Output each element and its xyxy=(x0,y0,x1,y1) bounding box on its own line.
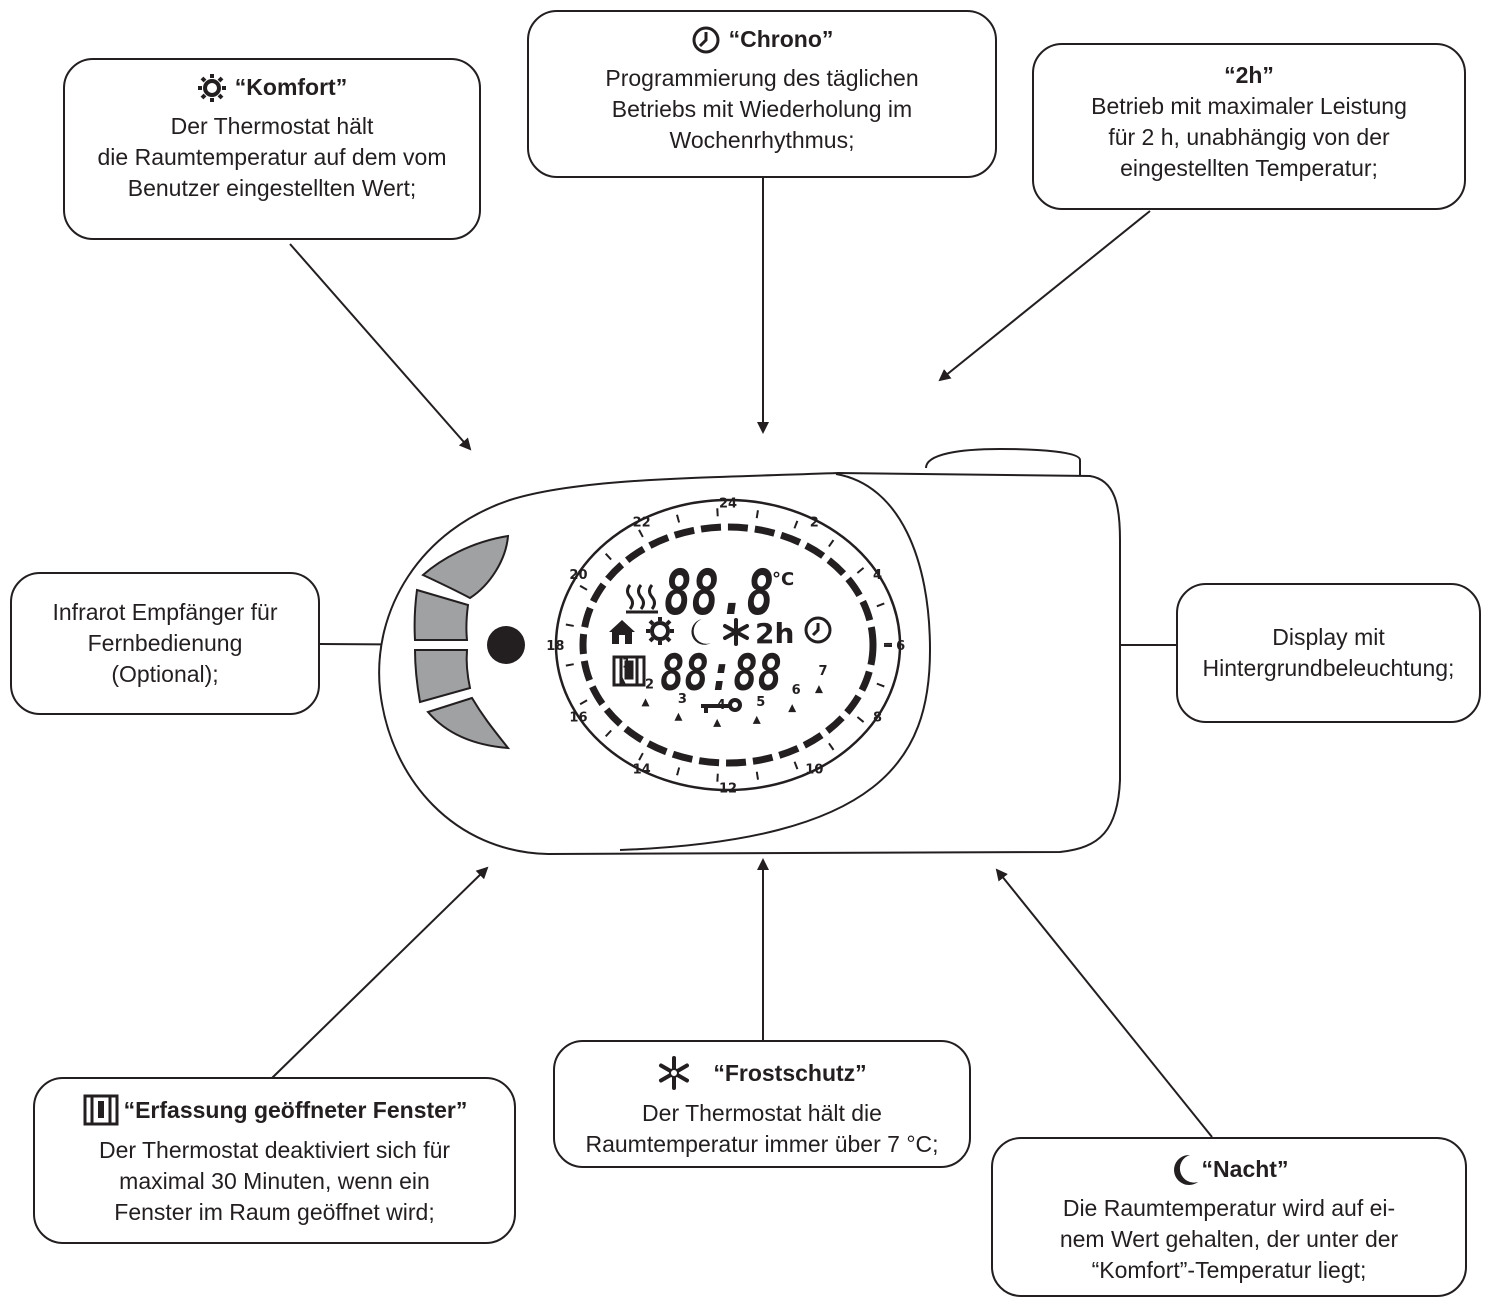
chrono-title-row: “Chrono” xyxy=(691,24,834,55)
sun-icon xyxy=(197,73,226,102)
window-icon xyxy=(83,1094,119,1126)
komfort-title-row: “Komfort” xyxy=(197,72,347,103)
hour-label-6: 6 xyxy=(896,639,905,654)
fenster-text: Der Thermostat deaktiviert sich für maxi… xyxy=(98,1137,451,1225)
moon-icon xyxy=(1173,1154,1198,1185)
day-marker-1 xyxy=(618,677,627,686)
hour-label-24: 24 xyxy=(719,497,737,512)
day-marker-5 xyxy=(752,715,761,724)
callout-2h: “2h” Betrieb mit maximaler Leistung für … xyxy=(1032,43,1466,210)
hour-label-20: 20 xyxy=(569,568,587,583)
day-label-6: 6 xyxy=(792,683,801,698)
hour-label-18: 18 xyxy=(546,639,564,654)
day-marker-2 xyxy=(641,698,650,707)
2h-title: “2h” xyxy=(1224,62,1274,88)
frostschutz-title-row: “Frostschutz” xyxy=(657,1056,867,1090)
callout-nacht: “Nacht” Die Raumtemperatur wird auf ei- … xyxy=(991,1137,1467,1297)
chrono-text: Programmierung des täglichen Betriebs mi… xyxy=(605,64,919,153)
frostschutz-title: “Frostschutz” xyxy=(713,1059,867,1086)
snowflake-icon xyxy=(659,1056,690,1090)
frostschutz-text: Der Thermostat hält die Raumtemperatur i… xyxy=(585,1100,939,1157)
nacht-title-row: “Nacht” xyxy=(1170,1153,1289,1185)
home-icon xyxy=(609,620,635,644)
callout-display: Display mit Hintergrundbeleuchtung; xyxy=(1176,583,1481,723)
button-4[interactable] xyxy=(426,696,511,750)
hour-label-4: 4 xyxy=(873,568,882,583)
day-marker-6 xyxy=(788,704,797,713)
nacht-title: “Nacht” xyxy=(1201,1155,1289,1182)
hour-label-14: 14 xyxy=(633,762,651,777)
fenster-title-row: “Erfassung geöffneter Fenster” xyxy=(82,1093,468,1127)
day-label-5: 5 xyxy=(756,695,765,710)
2h-text: Betrieb mit maximaler Leistung für 2 h, … xyxy=(1091,93,1407,181)
lcd-sun-icon xyxy=(646,617,674,645)
callout-fenster: “Erfassung geöffneter Fenster” Der Therm… xyxy=(33,1077,516,1244)
hour-label-16: 16 xyxy=(569,710,587,725)
day-label-3: 3 xyxy=(678,692,687,707)
hour-label-12: 12 xyxy=(719,782,737,797)
arrow-2h xyxy=(938,210,1151,382)
day-marker-4 xyxy=(713,718,722,727)
button-2[interactable] xyxy=(413,588,470,641)
day-labels: 12 3 4 5 6 7 xyxy=(618,656,828,727)
hour-label-10: 10 xyxy=(805,762,823,777)
infrared-receiver xyxy=(487,626,525,664)
hour-label-2: 2 xyxy=(810,516,819,531)
arrow-fenster xyxy=(271,866,489,1079)
day-label-1: 1 xyxy=(622,656,631,671)
callout-frostschutz: “Frostschutz” Der Thermostat hält die Ra… xyxy=(553,1040,971,1168)
heating-icon xyxy=(626,584,658,614)
lcd-window-icon xyxy=(612,655,646,687)
temperature-readout: 88.8 xyxy=(664,556,774,629)
day-marker-3 xyxy=(674,712,683,721)
chrono-title: “Chrono” xyxy=(728,26,834,52)
temperature-unit: °C xyxy=(772,569,794,590)
device-top-tab xyxy=(925,447,1081,476)
lcd-clock-icon xyxy=(804,616,832,644)
day-label-4: 4 xyxy=(717,698,726,713)
time-readout: 88:88 xyxy=(660,644,782,702)
nacht-text: Die Raumtemperatur wird auf ei- nem Wert… xyxy=(1059,1195,1399,1283)
button-3[interactable] xyxy=(413,649,472,704)
callout-chrono: “Chrono” Programmierung des täglichen Be… xyxy=(527,10,997,178)
clock-icon xyxy=(692,26,720,53)
device-inner-curve xyxy=(619,473,932,851)
hour-label-8: 8 xyxy=(873,710,882,725)
hour-label-22: 22 xyxy=(633,516,651,531)
button-1[interactable] xyxy=(421,534,510,600)
day-label-7: 7 xyxy=(818,664,827,679)
lcd-snowflake-icon xyxy=(723,618,749,646)
callout-infrarot: Infrarot Empfänger für Fernbedienung (Op… xyxy=(10,572,320,715)
fenster-title: “Erfassung geöffneter Fenster” xyxy=(123,1096,468,1123)
display-text: Display mit Hintergrundbeleuchtung; xyxy=(1202,624,1455,681)
komfort-title: “Komfort” xyxy=(234,74,348,100)
day-marker-7 xyxy=(814,685,823,694)
lcd-key-icon xyxy=(701,698,742,713)
infrarot-text: Infrarot Empfänger für Fernbedienung (Op… xyxy=(52,599,278,687)
callout-komfort: “Komfort” Der Thermostat hält die Raumte… xyxy=(63,58,481,240)
boost-2h-label: 2h xyxy=(755,617,794,650)
device-buttons xyxy=(413,534,511,750)
komfort-text: Der Thermostat hält die Raumtemperatur a… xyxy=(97,112,447,201)
day-label-2: 2 xyxy=(645,677,654,692)
arrow-komfort xyxy=(289,243,472,451)
arrow-nacht xyxy=(995,868,1213,1138)
